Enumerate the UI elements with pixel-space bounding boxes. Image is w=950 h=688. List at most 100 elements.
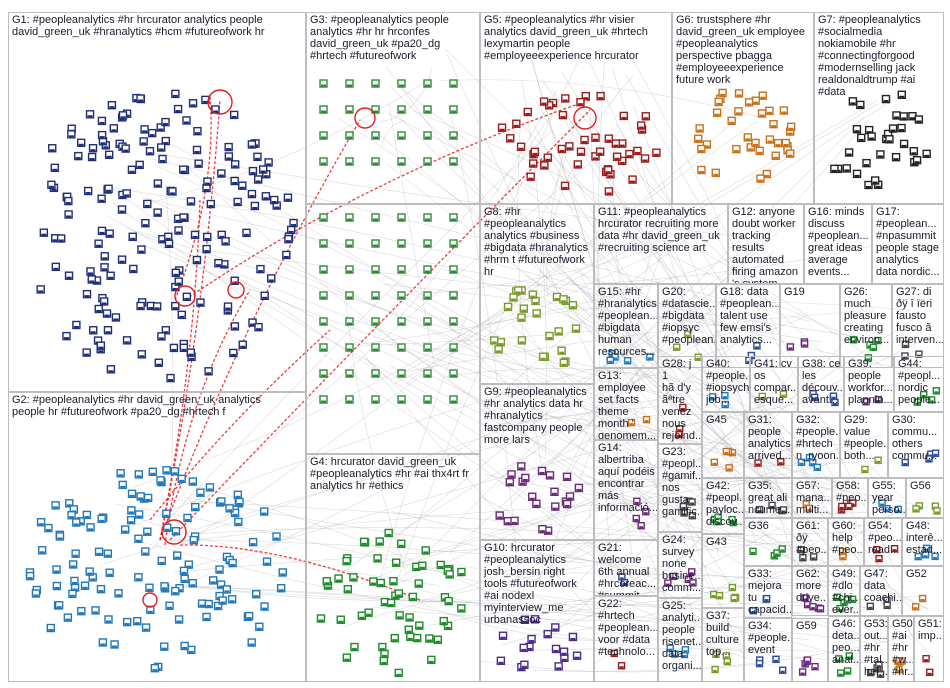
- group-box-g52: G52: [902, 566, 944, 616]
- node-g9: [517, 462, 526, 471]
- group-box-g60: G60: help #peo...: [828, 518, 864, 566]
- node-g1-mark: [188, 202, 194, 205]
- node-g5-mark: [638, 126, 644, 129]
- node-g10-mark: [522, 620, 528, 623]
- node-g1: [233, 197, 242, 207]
- node-g2-mark: [280, 573, 286, 576]
- node-g2-mark: [128, 521, 134, 524]
- node-g5-mark: [562, 99, 568, 102]
- node-g5-mark: [582, 140, 588, 143]
- node-g2: [104, 615, 113, 624]
- node-g36-mark: [775, 553, 780, 556]
- node-g9-mark: [545, 531, 551, 534]
- node-g54-mark: [877, 559, 882, 562]
- node-g4: [415, 621, 424, 630]
- node-g1: [267, 274, 276, 283]
- node-g3b: [371, 265, 380, 274]
- node-g22-mark: [619, 666, 624, 669]
- group-label-g53: G53: out... #hr #tal... hel...: [864, 618, 888, 678]
- node-g1: [106, 365, 116, 374]
- node-g1: [86, 267, 95, 276]
- node-g3-mark: [451, 84, 456, 87]
- node-g48: [923, 544, 931, 553]
- node-g2: [171, 527, 181, 536]
- edge-highlight: [149, 329, 331, 521]
- node-g8: [519, 304, 528, 313]
- node-g1: [253, 152, 262, 162]
- node-g1: [153, 179, 163, 188]
- node-g1-mark: [52, 168, 58, 171]
- node-g22: [617, 662, 626, 670]
- node-g1-mark: [166, 244, 172, 247]
- node-g3b: [371, 291, 380, 300]
- node-g1-mark: [226, 148, 232, 151]
- node-g1: [204, 367, 213, 376]
- node-g4: [445, 570, 454, 579]
- group-label-g27: G27: di ðÿ î ïëri fausto fusco ã interve…: [896, 286, 944, 346]
- edge: [396, 83, 808, 452]
- node-g2-mark: [135, 539, 141, 542]
- node-g39: [862, 398, 870, 406]
- edge-highlight: [174, 94, 212, 301]
- group-label-g30: G30: commu... others commu...: [892, 414, 938, 462]
- node-g8-mark: [519, 318, 525, 321]
- node-g3b: [371, 317, 380, 326]
- node-g37-mark: [714, 654, 719, 657]
- node-g4: [418, 561, 427, 570]
- node-g2: [233, 490, 243, 500]
- node-g5-mark: [621, 116, 627, 119]
- node-g4: [322, 577, 331, 586]
- node-g3b-mark: [321, 348, 326, 351]
- node-g1-mark: [252, 206, 258, 209]
- node-g1: [137, 350, 147, 359]
- node-g5: [529, 159, 538, 168]
- node-g1: [190, 230, 200, 240]
- node-g1: [157, 332, 166, 341]
- node-g1-mark: [123, 149, 129, 152]
- node-g5-mark: [606, 192, 612, 195]
- node-g5-mark: [562, 186, 568, 189]
- node-g1-mark: [119, 195, 125, 198]
- node-g2-mark: [107, 573, 113, 576]
- node-g2-mark: [215, 607, 221, 610]
- node-g1: [100, 263, 109, 272]
- node-g5: [581, 91, 591, 101]
- node-g46: [837, 669, 845, 677]
- node-g29: [861, 465, 869, 474]
- node-g2-mark: [45, 529, 51, 532]
- group-label-g28: G28: j 1 hã d'y ãªtre venez nous rejoind…: [662, 358, 702, 442]
- node-g23-mark: [690, 516, 695, 519]
- edge: [141, 197, 856, 337]
- edge: [446, 54, 732, 628]
- node-g10-mark: [529, 640, 535, 643]
- node-g7-mark: [924, 154, 930, 157]
- node-g29-mark: [862, 469, 867, 472]
- node-g6-mark: [753, 143, 759, 146]
- node-g4: [336, 615, 345, 624]
- node-g3b: [423, 395, 432, 404]
- node-g2-mark: [172, 592, 178, 595]
- node-g1: [214, 258, 223, 268]
- node-g3b-mark: [451, 400, 456, 403]
- node-g2: [46, 623, 55, 633]
- node-g3b-mark: [321, 296, 326, 299]
- node-g1-mark: [99, 231, 105, 234]
- node-g2: [244, 611, 254, 621]
- node-g3b-mark: [347, 374, 352, 377]
- node-g1-mark: [181, 348, 187, 351]
- node-g2-mark: [99, 519, 105, 522]
- node-g52: [911, 603, 920, 611]
- node-g55-mark: [880, 503, 885, 506]
- group-box-g36: G36: [744, 518, 792, 566]
- node-g3b-mark: [347, 270, 352, 273]
- node-g4: [364, 608, 373, 617]
- node-g8-mark: [570, 306, 576, 309]
- node-g2: [148, 467, 157, 476]
- node-g1: [94, 239, 103, 248]
- node-g10-mark: [556, 667, 562, 670]
- node-g34-mark: [773, 659, 778, 662]
- node-g2: [91, 606, 100, 615]
- node-g1: [179, 343, 189, 353]
- node-g6-mark: [745, 138, 751, 141]
- node-g3b-mark: [373, 296, 378, 299]
